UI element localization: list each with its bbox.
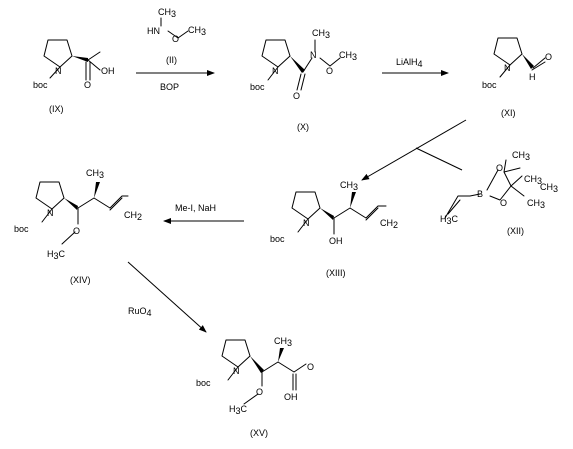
atom-o: O — [307, 362, 314, 372]
atom-n: N — [310, 50, 317, 60]
reagent-II: CH3 HN O CH3 (II) — [147, 7, 206, 65]
atom-h: H — [529, 72, 536, 82]
atom-o: O — [73, 226, 80, 236]
wedge-bond — [290, 56, 305, 73]
compound-label-IX: (IX) — [49, 104, 64, 114]
atom-o: O — [545, 52, 552, 62]
double-bond-line — [447, 199, 461, 215]
condition-bop: BOP — [160, 82, 179, 92]
boc-label: boc — [482, 80, 497, 90]
arrow-step-3 — [361, 119, 467, 181]
atom-n: N — [47, 208, 54, 218]
wedge-bond — [522, 54, 534, 69]
methyl-wedge — [350, 192, 356, 208]
compound-XIII: N boc CH3 CH2 OH (XIII) — [270, 180, 398, 278]
atom-oh: OH — [284, 392, 298, 402]
methyl-wedge — [278, 348, 284, 362]
atom-oh: OH — [329, 236, 343, 246]
ring-bonds — [221, 339, 251, 368]
aldehyde-bonds — [499, 57, 546, 78]
boc-label: boc — [33, 80, 48, 90]
atom-ch2: CH2 — [380, 218, 398, 230]
wedge-bond — [64, 198, 78, 210]
chain-bonds — [41, 195, 129, 245]
compound-IX: N boc OH O (IX) — [33, 39, 115, 114]
atom-ch2: CH2 — [124, 210, 142, 222]
boc-label: boc — [250, 82, 265, 92]
atom-ch3: CH3 — [274, 336, 292, 348]
ring-bonds — [291, 191, 321, 220]
boc-label: boc — [196, 378, 211, 388]
compound-X: N boc N CH3 O CH3 O (X) — [250, 28, 357, 132]
chain-bonds — [297, 205, 387, 235]
atom-h3c: H3C — [47, 249, 66, 261]
atom-b: B — [477, 189, 483, 199]
compound-label-XIII: (XIII) — [326, 268, 346, 278]
arrow-step-5 — [127, 261, 207, 333]
atom-oh: OH — [101, 66, 115, 76]
compound-label-XI: (XI) — [501, 108, 516, 118]
atom-h3c: H3C — [440, 214, 459, 226]
atom-n: N — [272, 66, 279, 76]
compound-label-XV: (XV) — [250, 428, 268, 438]
condition-lialh4: LiAlH4 — [396, 57, 423, 69]
atom-o: O — [326, 66, 333, 76]
compound-XI: N boc H O (XI) — [482, 37, 552, 118]
atom-n: N — [233, 366, 240, 376]
ring-bonds — [43, 39, 73, 68]
atom-o: O — [84, 80, 91, 90]
atom-n: N — [504, 63, 511, 73]
compound-XV: N boc CH3 O OH O H3C (XV) — [196, 336, 314, 438]
atom-ch3: CH3 — [512, 150, 530, 162]
compound-XIV: N boc CH3 CH2 O H3C (XIV) — [14, 168, 142, 285]
boc-label: boc — [14, 224, 29, 234]
ring-bonds — [35, 181, 65, 210]
atom-n: N — [55, 66, 62, 76]
atom-h3c: H3C — [229, 404, 248, 416]
atom-o: O — [496, 163, 503, 173]
ring-bonds — [261, 39, 291, 68]
atom-ch3: CH3 — [188, 25, 206, 37]
amide-bonds — [267, 39, 341, 91]
atom-ch3: CH3 — [540, 182, 558, 194]
condition-mei-nah: Me-I, NaH — [175, 203, 216, 213]
atom-o: O — [293, 91, 300, 101]
crotyl-bonds — [444, 193, 481, 219]
atom-o: O — [500, 198, 507, 208]
condition-ruo4: RuO4 — [128, 306, 152, 318]
acid-bonds — [49, 51, 101, 81]
atom-ch3: CH3 — [339, 50, 357, 62]
compound-XII: B O O CH3 CH3 CH3 CH3 H3C (XII) — [440, 150, 558, 236]
boc-label: boc — [270, 234, 285, 244]
compound-label-XIV: (XIV) — [70, 275, 91, 285]
atom-ch3: CH3 — [527, 198, 545, 210]
atom-o: O — [256, 387, 263, 397]
arrow-step-3-crossbar — [415, 147, 463, 171]
reagent-bonds — [160, 17, 189, 39]
reagent-label-II: (II) — [166, 55, 177, 65]
compound-label-X: (X) — [297, 122, 309, 132]
atom-ch3: CH3 — [340, 180, 358, 192]
atom-ch3: CH3 — [86, 168, 104, 180]
methyl-wedge — [94, 182, 100, 198]
compound-label-XII: (XII) — [507, 226, 524, 236]
atom-n: N — [303, 218, 310, 228]
atom-ch3: CH3 — [312, 28, 330, 40]
pinacol-bonds — [486, 159, 525, 201]
atom-ch3: CH3 — [158, 7, 176, 19]
atom-o: O — [172, 34, 179, 44]
wedge-bond — [250, 356, 264, 373]
chain-bonds — [227, 361, 307, 405]
wedge-bond — [320, 208, 334, 220]
atom-hn: HN — [147, 26, 160, 36]
atom-ch3: CH3 — [524, 174, 542, 186]
wedge-bond — [72, 56, 88, 62]
ring-bonds — [493, 37, 523, 66]
